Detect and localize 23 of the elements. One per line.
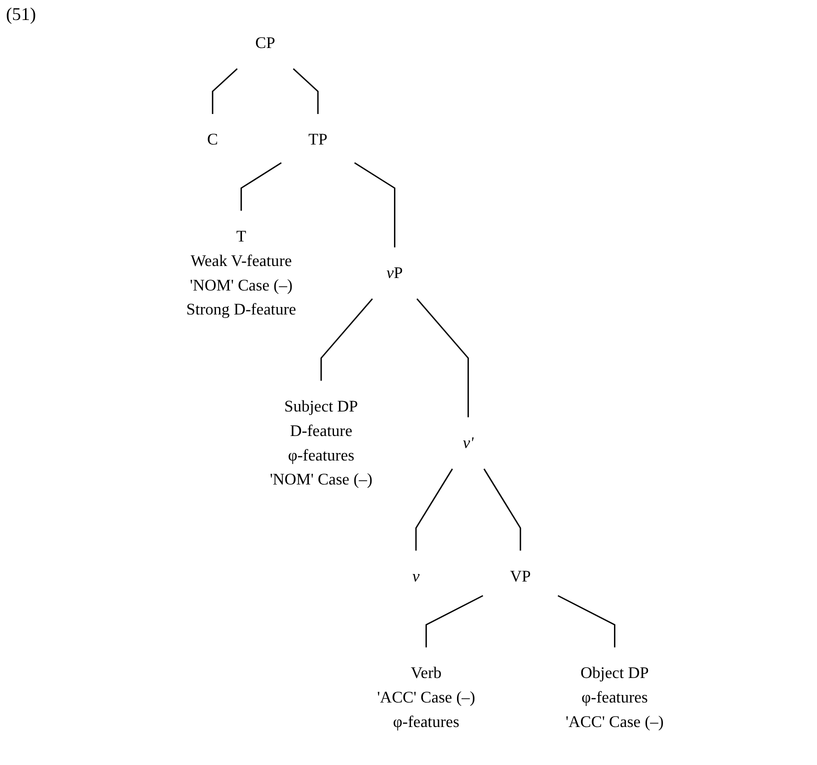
connector bbox=[292, 68, 319, 114]
node-text: v' bbox=[462, 434, 474, 452]
connector bbox=[558, 595, 616, 648]
node-text: VP bbox=[510, 566, 531, 586]
node-text: v bbox=[412, 566, 420, 586]
connector bbox=[415, 468, 453, 551]
node-text: C bbox=[207, 130, 218, 148]
connector bbox=[483, 468, 522, 551]
syntax-tree: CP C TP T Weak V-feature 'NOM' Case (–) Strong D-feature vP Subject DP D-feature φ-features 'NOM' Case (–) v' v VP Verb 'ACC' Case (–) φ-features Object DP φ-features 'ACC' Case (–) bbox=[40, 10, 810, 755]
node-text: Verb 'ACC' Case (–) φ-features bbox=[377, 664, 476, 731]
node-text: Subject DP D-feature φ-features 'NOM' Case (–) bbox=[270, 396, 372, 488]
connector bbox=[320, 298, 373, 381]
connector bbox=[240, 162, 282, 211]
node-text: vP bbox=[386, 264, 403, 282]
connector bbox=[416, 298, 469, 418]
connector bbox=[354, 162, 396, 248]
example-number: (51) bbox=[6, 4, 36, 25]
node-text: CP bbox=[255, 34, 276, 52]
connector bbox=[426, 595, 484, 648]
node-text: TP bbox=[308, 130, 328, 148]
node-text: Object DP φ-features 'ACC' Case (–) bbox=[566, 664, 664, 731]
connector bbox=[212, 68, 238, 114]
node-text: T Weak V-feature 'NOM' Case (–) Strong D-feature bbox=[186, 226, 296, 318]
